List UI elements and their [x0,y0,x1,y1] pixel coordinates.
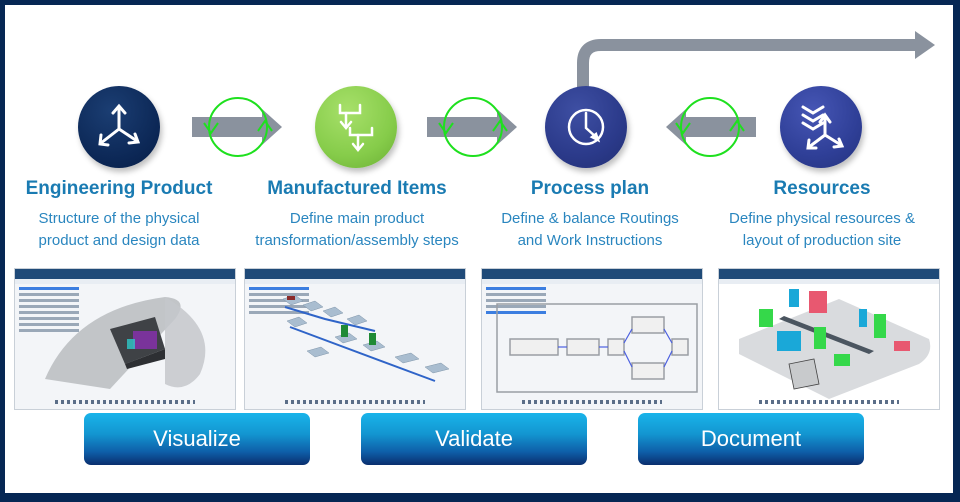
stage-title: Engineering Product [25,178,213,199]
app-toolbar [15,269,235,279]
description-line: Define main product [289,210,425,227]
description-line: and Work Instructions [517,232,663,249]
screenshot-routing-graph [481,268,703,410]
stage-description: Structure of the physical product and de… [0,208,239,252]
bottom-toolbar [285,400,425,404]
description-line: layout of production site [742,232,902,249]
tab-bar [15,279,235,284]
cycle-arrows-icon [675,97,745,157]
3d-model-view [45,297,206,389]
manufactured-items-icon[interactable] [315,86,397,168]
stage-title: Manufactured Items [267,178,447,199]
document-button[interactable]: Document [638,413,864,465]
screenshot-assembly-tree [244,268,466,410]
connector-eng-to-mfg [192,97,282,157]
description-line: transformation/assembly steps [255,232,459,249]
bottom-toolbar [759,400,899,404]
visualize-button[interactable]: Visualize [84,413,310,465]
product-tree [19,287,79,335]
routing-tree [486,287,546,317]
description-line: Define & balance Routings [501,210,679,227]
stage-description: Define & balance Routings and Work Instr… [470,208,710,252]
app-toolbar [482,269,702,279]
resources-icon[interactable] [780,86,862,168]
flow-3d-view [282,294,450,382]
stage-description: Define physical resources & layout of pr… [702,208,942,252]
cycle-arrows-icon [203,97,273,157]
app-toolbar [245,269,465,279]
tab-bar [719,279,939,284]
screenshot-factory-layout [718,268,940,410]
cycle-arrows-icon [438,97,508,157]
routing-diagram [496,303,698,393]
screenshot-3d-assembly [14,268,236,410]
clock-icon [567,108,605,146]
stage-title: Process plan [530,178,650,199]
factory-3d-view [739,289,931,399]
bottom-toolbar [55,400,195,404]
engineering-product-icon[interactable] [78,86,160,168]
resources-arrows-icon [801,105,845,150]
stage-title: Resources [773,178,871,199]
bottom-toolbar [522,400,662,404]
tab-bar [245,279,465,284]
tri-axis-arrows-icon [98,103,141,147]
stage-description: Define main product transformation/assem… [237,208,477,252]
description-line: product and design data [38,232,200,249]
description-line: Define physical resources & [729,210,915,227]
process-plan-icon[interactable] [545,86,627,168]
tab-bar [482,279,702,284]
validate-button[interactable]: Validate [361,413,587,465]
connector-mfg-to-process [427,97,517,157]
description-line: Structure of the physical [38,210,200,227]
item-tree [249,287,309,317]
app-toolbar [719,269,939,279]
process-diagram: Engineering Product Structure of the phy… [5,5,953,493]
flow-steps-icon [338,103,374,152]
connector-resources-to-process [666,97,756,157]
